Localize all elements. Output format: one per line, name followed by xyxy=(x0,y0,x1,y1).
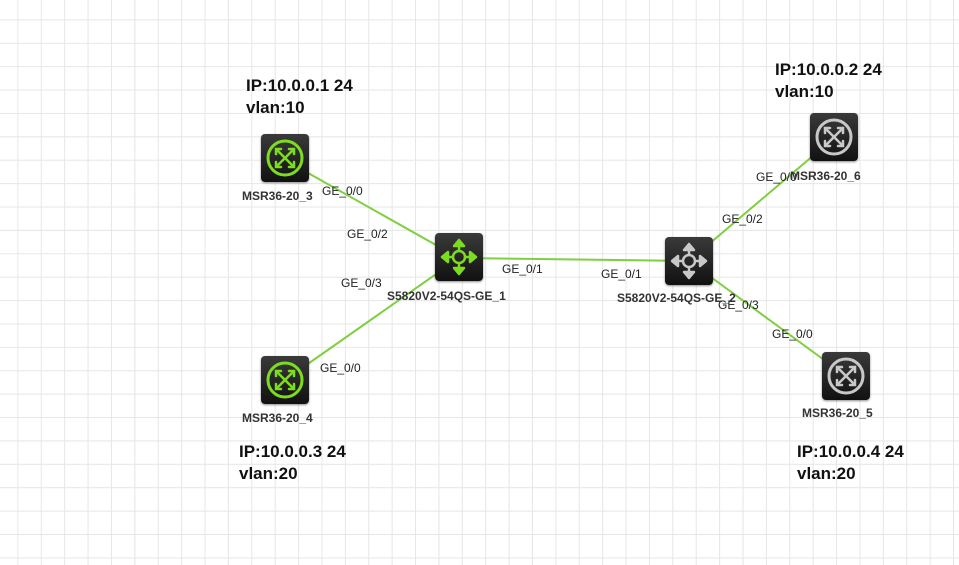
annotation-msr6: IP:10.0.0.2 24 vlan:10 xyxy=(775,59,882,103)
port-label: GE_0/0 xyxy=(320,361,361,375)
link-msr3-sw1[interactable] xyxy=(284,159,460,259)
annotation-msr5: IP:10.0.0.4 24 vlan:20 xyxy=(797,441,904,485)
ip-address: IP:10.0.0.3 24 xyxy=(239,442,346,461)
router-icon xyxy=(822,352,870,400)
port-label: GE_0/1 xyxy=(601,267,642,281)
device-msr36-20-4[interactable] xyxy=(261,356,309,404)
vlan-id: vlan:10 xyxy=(246,98,305,117)
link-sw2-msr6[interactable] xyxy=(688,137,835,262)
device-label: MSR36-20_5 xyxy=(802,406,873,420)
ip-address: IP:10.0.0.4 24 xyxy=(797,442,904,461)
port-label: GE_0/2 xyxy=(347,227,388,241)
device-switch-1[interactable] xyxy=(435,233,483,281)
annotation-msr3: IP:10.0.0.1 24 vlan:10 xyxy=(246,75,353,119)
device-label: MSR36-20_3 xyxy=(242,189,313,203)
vlan-id: vlan:20 xyxy=(239,464,298,483)
device-label: S5820V2-54QS-GE_2 xyxy=(617,291,736,305)
port-label: GE_0/0 xyxy=(772,327,813,341)
switch-icon xyxy=(435,233,483,281)
router-icon xyxy=(261,356,309,404)
link-sw1-sw2[interactable] xyxy=(458,257,690,262)
link-msr4-sw1[interactable] xyxy=(284,257,460,381)
router-icon xyxy=(810,113,858,161)
port-label: GE_0/3 xyxy=(718,298,759,312)
annotation-msr4: IP:10.0.0.3 24 vlan:20 xyxy=(239,441,346,485)
router-icon xyxy=(261,134,309,182)
port-label: GE_0/1 xyxy=(502,262,543,276)
port-label: GE_0/0 xyxy=(322,184,363,198)
device-label: MSR36-20_6 xyxy=(790,169,861,183)
port-label: GE_0/2 xyxy=(722,212,763,226)
device-msr36-20-6[interactable] xyxy=(810,113,858,161)
ip-address: IP:10.0.0.1 24 xyxy=(246,76,353,95)
device-msr36-20-5[interactable] xyxy=(822,352,870,400)
port-label: GE_0/0 xyxy=(756,170,797,184)
device-label: MSR36-20_4 xyxy=(242,411,313,425)
vlan-id: vlan:10 xyxy=(775,82,834,101)
device-switch-2[interactable] xyxy=(665,237,713,285)
link-sw2-msr5[interactable] xyxy=(688,260,847,377)
device-msr36-20-3[interactable] xyxy=(261,134,309,182)
vlan-id: vlan:20 xyxy=(797,464,856,483)
switch-icon xyxy=(665,237,713,285)
ip-address: IP:10.0.0.2 24 xyxy=(775,60,882,79)
port-label: GE_0/3 xyxy=(341,276,382,290)
device-label: S5820V2-54QS-GE_1 xyxy=(387,289,506,303)
